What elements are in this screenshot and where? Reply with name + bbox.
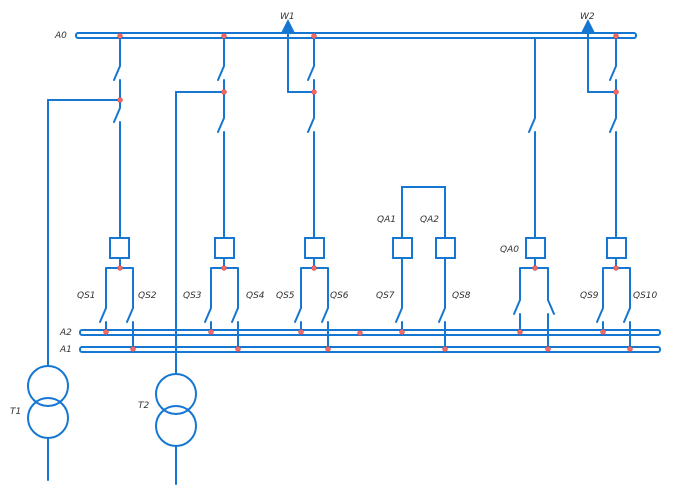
node <box>613 265 619 271</box>
feeder-1 <box>47 33 136 367</box>
feeder-2 <box>175 33 241 375</box>
label-qs6: QS6 <box>330 291 349 301</box>
transformer-t1 <box>27 365 69 481</box>
node <box>357 330 363 336</box>
node <box>517 329 523 335</box>
node <box>311 33 317 39</box>
feeder-3 <box>281 19 331 352</box>
node <box>117 33 123 39</box>
transformer-t2-label: T2 <box>138 401 149 411</box>
node <box>221 33 227 39</box>
node <box>325 346 331 352</box>
node <box>311 89 317 95</box>
label-qs9: QS9 <box>580 291 599 301</box>
label-qs1: QS1 <box>77 291 96 301</box>
label-qs8: QS8 <box>452 291 471 301</box>
node <box>442 346 448 352</box>
node <box>208 329 214 335</box>
node <box>298 329 304 335</box>
bus-a0 <box>75 32 637 39</box>
label-qa0: QA0 <box>500 245 519 255</box>
node <box>627 346 633 352</box>
label-qs3: QS3 <box>183 291 202 301</box>
label-qs5: QS5 <box>276 291 295 301</box>
bus-a2-label: A2 <box>59 328 72 338</box>
label-qa1: QA1 <box>377 215 396 225</box>
node <box>613 89 619 95</box>
node <box>103 329 109 335</box>
node <box>130 346 136 352</box>
bus-coupler <box>392 186 456 352</box>
node <box>545 346 551 352</box>
line-w1-label: W1 <box>280 12 295 22</box>
bus-a1-label: A1 <box>59 345 72 355</box>
node <box>117 97 123 103</box>
label-qs7: QS7 <box>376 291 395 301</box>
node <box>532 265 538 271</box>
line-w2-label: W2 <box>580 12 595 22</box>
sectional-coupler <box>513 37 555 352</box>
transformer-t2 <box>155 373 197 485</box>
node <box>399 329 405 335</box>
node <box>613 33 619 39</box>
bus-a2 <box>79 329 661 336</box>
label-qs10: QS10 <box>633 291 658 301</box>
label-qa2: QA2 <box>420 215 439 225</box>
transformer-t1-label: T1 <box>10 407 21 417</box>
label-qs2: QS2 <box>138 291 157 301</box>
node <box>235 346 241 352</box>
node <box>117 265 123 271</box>
node <box>600 329 606 335</box>
feeder-5 <box>581 19 633 352</box>
label-qs4: QS4 <box>246 291 265 301</box>
node <box>311 265 317 271</box>
bus-a1 <box>79 346 661 353</box>
bus-a0-label: A0 <box>54 31 67 41</box>
node <box>221 265 227 271</box>
node <box>221 89 227 95</box>
